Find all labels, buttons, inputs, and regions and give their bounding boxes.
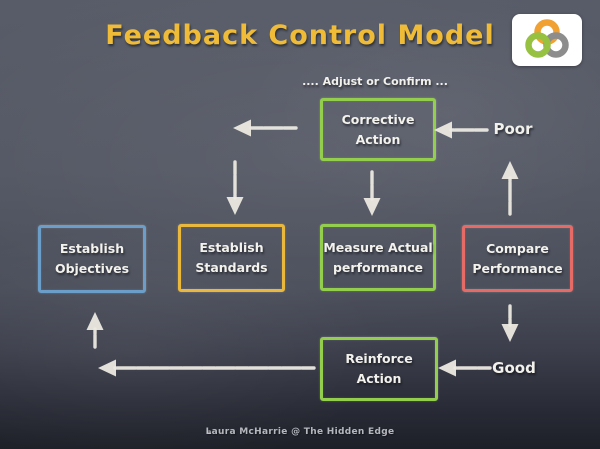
arrow-poor-to-corrective: [434, 121, 489, 139]
measure-actual-performance-box: Measure Actual performance: [320, 224, 436, 291]
adjust-or-confirm-label: .... Adjust or Confirm ...: [302, 75, 448, 88]
box-label-line: Corrective: [341, 111, 415, 127]
box-label-line: Standards: [195, 260, 268, 275]
box-label-line: Establish: [199, 240, 264, 255]
arrow-reinforce-to-left: [98, 359, 316, 377]
box-label-line: Measure Actual: [323, 239, 433, 255]
box-label-line: Action: [356, 371, 402, 386]
box-label-line: Objectives: [54, 261, 130, 276]
establish-objectives-box: Establish Objectives: [38, 225, 146, 293]
compare-performance-box: Compare Performance: [462, 225, 573, 292]
box-label-line: performance: [332, 259, 424, 275]
logo-rings-icon: [525, 19, 569, 58]
footer-credit: Laura McHarrie @ The Hidden Edge: [205, 427, 395, 437]
box-label-line: Reinforce: [345, 351, 413, 366]
arrow-compare-to-good: [501, 304, 519, 342]
logo-ring-green: [525, 32, 551, 58]
arrow-down-to-establish-standards: [226, 160, 244, 215]
box-label-line: Compare: [486, 240, 549, 256]
page-title: Feedback Control Model: [105, 20, 495, 51]
good-label: Good: [492, 359, 536, 377]
chalk-dot: [207, 430, 211, 434]
hidden-edge-logo: [512, 14, 582, 66]
establish-standards-box: Establish Standards: [178, 224, 285, 292]
arrow-compare-to-poor: [501, 161, 519, 216]
arrow-corrective-to-left: [233, 119, 298, 137]
box-label-line: Performance: [472, 260, 563, 276]
reinforce-action-box: Reinforce Action: [320, 337, 438, 401]
poor-label: Poor: [493, 120, 533, 138]
arrow-up-to-objectives: [86, 312, 104, 349]
arrow-corrective-to-measure: [363, 170, 381, 216]
corrective-action-box: Corrective Action: [320, 98, 436, 161]
box-label-line: Action: [355, 131, 401, 147]
box-label-line: Establish: [59, 241, 125, 256]
